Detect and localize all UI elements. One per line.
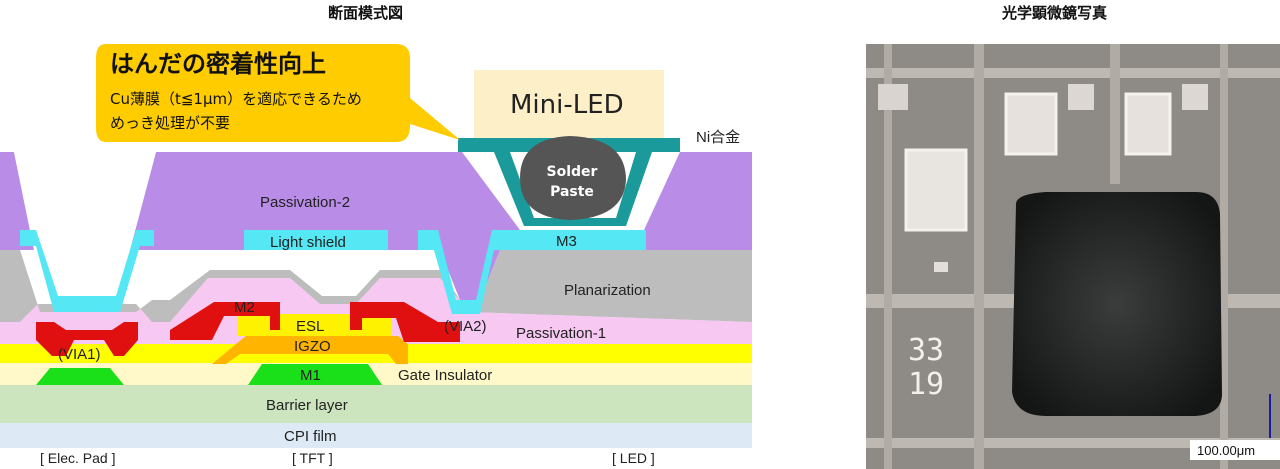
via2-label: (VIA2) <box>444 318 487 335</box>
pad-1 <box>878 84 908 110</box>
passivation-1-label: Passivation-1 <box>516 325 606 342</box>
m3-layer <box>418 230 646 314</box>
esl-label: ESL <box>296 318 324 335</box>
trace-v2 <box>974 44 984 469</box>
mini-led-chip-image <box>1012 192 1222 416</box>
m2-left <box>170 302 280 340</box>
barrier-layer <box>0 385 752 423</box>
cross-section-diagram: はんだの密着性向上 Cu薄膜（t≦1μm）を適応できるため めっき処理が不要 M… <box>0 44 752 448</box>
m1-layer <box>248 364 382 385</box>
via1-shield-trace <box>20 230 154 312</box>
cross-section-title: 断面模式図 <box>328 4 404 22</box>
pad-3 <box>1004 92 1058 156</box>
planarization-label: Planarization <box>564 282 651 299</box>
callout-line2: めっき処理が不要 <box>110 114 230 132</box>
trace-v1 <box>884 44 892 469</box>
m1-label: M1 <box>300 367 321 384</box>
light-shield-label: Light shield <box>270 234 346 251</box>
igzo-layer <box>212 336 408 364</box>
planarization-layer <box>0 250 752 322</box>
callout-title: はんだの密着性向上 <box>110 50 326 78</box>
barrier-layer-label: Barrier layer <box>266 397 348 414</box>
trace-v3 <box>1110 44 1120 184</box>
passivation-2-layer <box>0 152 752 300</box>
region-tft: [ TFT ] <box>292 450 333 466</box>
optical-micrograph: 33 19 100.00μm <box>866 44 1280 469</box>
trace-v4 <box>1220 44 1228 469</box>
gate-insulator-label: Gate Insulator <box>398 367 492 384</box>
trace-h3 <box>866 438 1280 448</box>
pad-2 <box>904 148 968 232</box>
light-shield-layer <box>244 230 388 250</box>
mini-led-chip <box>474 70 664 138</box>
callout-pointer <box>410 98 460 140</box>
pad-6 <box>1182 84 1208 110</box>
m3-label: M3 <box>556 233 577 250</box>
solder-label-2: Paste <box>550 184 594 200</box>
micrograph-number-1: 33 <box>908 333 944 368</box>
via1-metal <box>36 322 138 356</box>
via1-label: (VIA1) <box>58 346 101 363</box>
callout-line1: Cu薄膜（t≦1μm）を適応できるため <box>110 90 362 108</box>
callout-bubble <box>96 44 460 142</box>
cpi-film-layer <box>0 423 752 448</box>
ni-alloy-label: Ni合金 <box>696 129 740 146</box>
mini-led-label: Mini-LED <box>510 90 624 120</box>
solder-label-1: Solder <box>547 164 598 180</box>
m1-pad <box>36 368 124 385</box>
scale-bar-label: 100.00μm <box>1197 443 1255 458</box>
micrograph-title: 光学顕微鏡写真 <box>1002 4 1108 22</box>
m2-label: M2 <box>234 299 255 316</box>
region-led: [ LED ] <box>612 450 655 466</box>
micrograph-number-2: 19 <box>908 367 944 402</box>
igzo-label: IGZO <box>294 338 331 355</box>
pad-7 <box>934 262 948 272</box>
pad-4 <box>1068 84 1094 110</box>
trace-h1 <box>866 68 1280 78</box>
cpi-film-label: CPI film <box>284 428 337 445</box>
region-elec-pad: [ Elec. Pad ] <box>40 450 116 466</box>
scale-bar-label-bg <box>1190 440 1280 460</box>
solder-paste <box>520 136 626 220</box>
passivation-2-label: Passivation-2 <box>260 194 350 211</box>
m2-right <box>350 302 460 342</box>
pad-5 <box>1124 92 1172 156</box>
gate-insulator-lower <box>0 363 752 385</box>
